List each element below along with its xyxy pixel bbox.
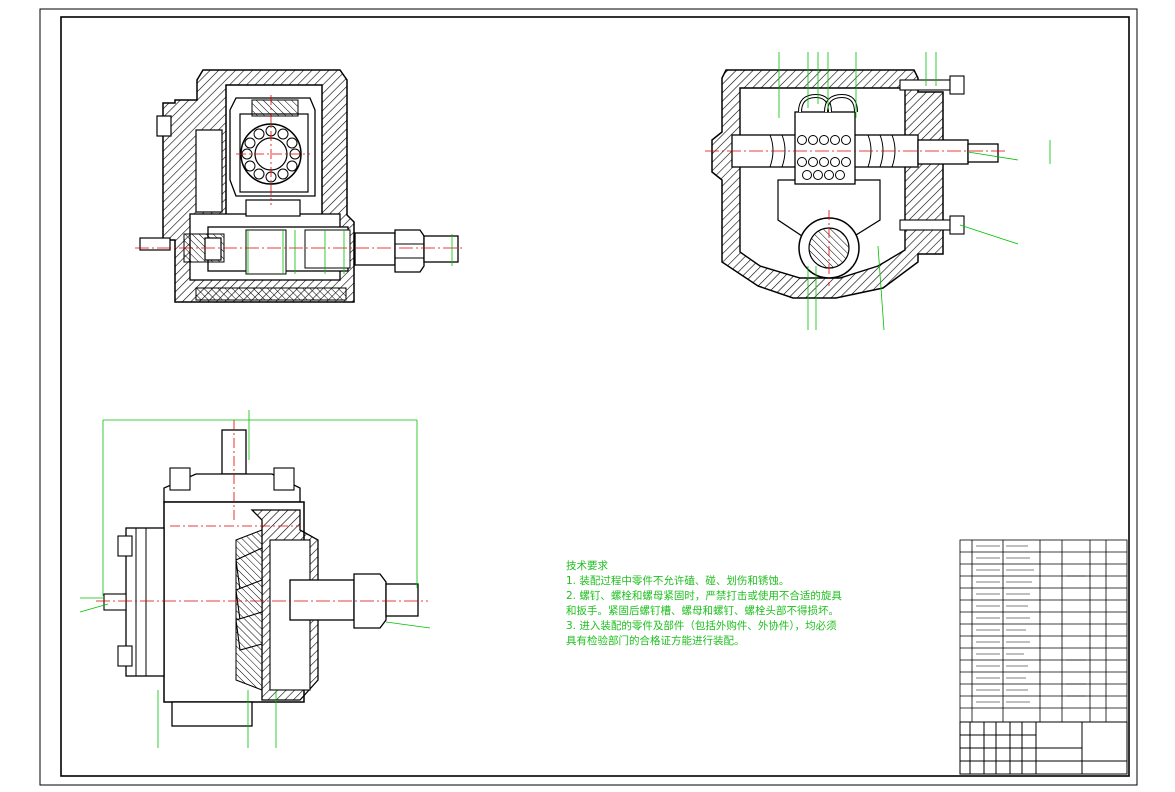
inner-border [60, 16, 1130, 777]
technical-requirements-heading: 技术要求 [566, 560, 608, 572]
technical-requirement-line: 具有检验部门的合格证方能进行装配。 [566, 635, 745, 647]
technical-requirement-line: 2. 螺钉、螺栓和螺母紧固时，严禁打击或使用不合适的旋具 [566, 590, 842, 602]
outer-border [39, 8, 1138, 786]
technical-requirement-line: 3. 进入装配的零件及部件（包括外购件、外协件），均必须 [566, 620, 837, 632]
title-block [959, 721, 1128, 775]
view-front-section [135, 69, 465, 303]
view-top [79, 410, 431, 748]
parts-list [959, 539, 1128, 723]
parts-list-fills [976, 545, 1086, 703]
technical-requirement-line: 1. 装配过程中零件不允许磕、碰、划伤和锈蚀。 [566, 575, 790, 587]
view-side-section [705, 52, 1051, 331]
technical-requirements: 技术要求 1. 装配过程中零件不允许磕、碰、划伤和锈蚀。 2. 螺钉、螺栓和螺母… [566, 559, 906, 649]
technical-requirement-line: 和扳手。紧固后螺钉槽、螺母和螺钉、螺栓头部不得损坏。 [566, 605, 839, 617]
